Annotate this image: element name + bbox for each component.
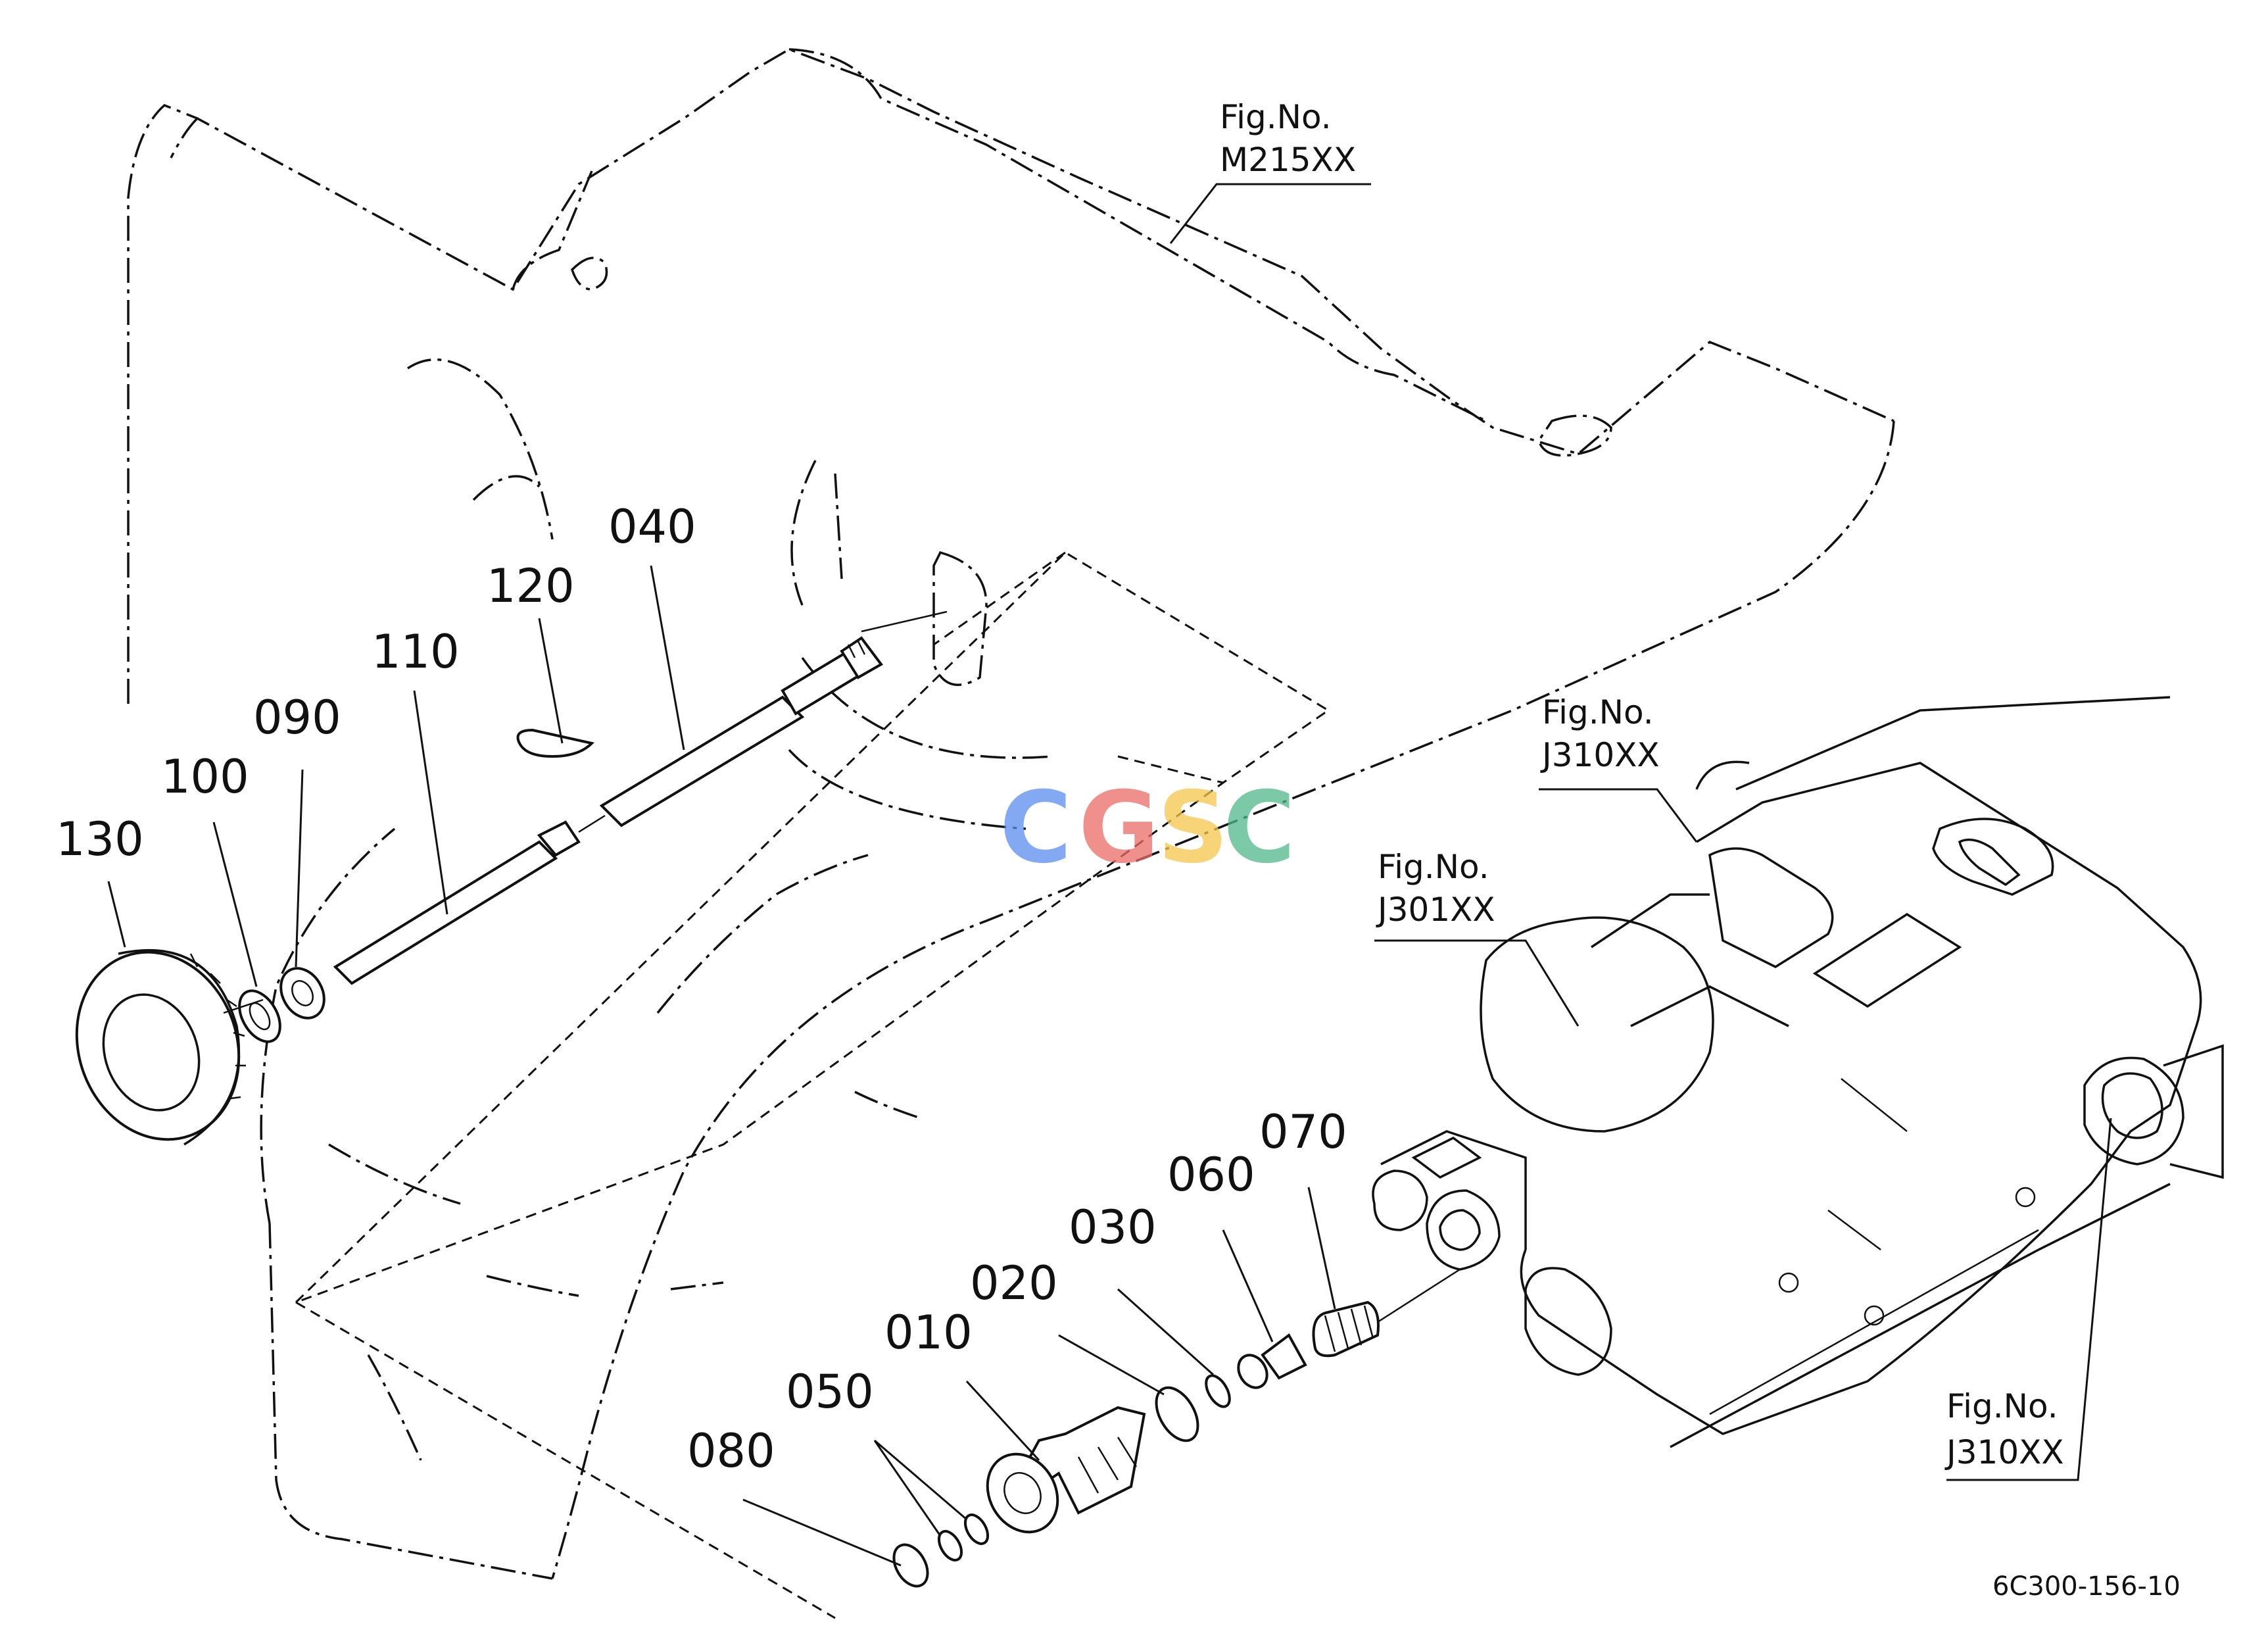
fig-ref-j301-code: J301XX bbox=[1376, 891, 1495, 929]
fig-ref-j301-prefix: Fig.No. bbox=[1378, 848, 1489, 886]
part-labels: 040 120 110 090 100 130 070 060 030 020 … bbox=[56, 500, 1347, 1478]
figure-refs: Fig.No. M215XX Fig.No. J310XX Fig.No. J3… bbox=[1220, 98, 2064, 1471]
spring-070 bbox=[1312, 1268, 1460, 1358]
part-label-010: 010 bbox=[884, 1306, 973, 1360]
watermark-letter-g: G bbox=[1078, 771, 1159, 885]
rod-110 bbox=[333, 814, 606, 985]
part-label-030: 030 bbox=[1069, 1200, 1157, 1254]
fig-ref-m215-prefix: Fig.No. bbox=[1220, 98, 1332, 136]
shaft-040 bbox=[599, 610, 948, 827]
part-label-050: 050 bbox=[786, 1365, 874, 1419]
clip-100 bbox=[238, 989, 281, 1043]
part-label-070: 070 bbox=[1259, 1105, 1347, 1159]
part-label-110: 110 bbox=[372, 625, 460, 679]
oring-030 bbox=[1205, 1374, 1231, 1408]
part-label-080: 080 bbox=[687, 1424, 775, 1478]
fig-ref-j310-upper-prefix: Fig.No. bbox=[1542, 693, 1654, 731]
ball-060 bbox=[1237, 1333, 1307, 1389]
watermark-letter-c1: C bbox=[1000, 771, 1072, 885]
part-label-130: 130 bbox=[56, 812, 144, 866]
knob-130 bbox=[75, 948, 264, 1146]
part-label-040: 040 bbox=[608, 500, 696, 554]
oring-020 bbox=[1155, 1386, 1199, 1442]
clip-080 bbox=[892, 1543, 929, 1588]
part-label-060: 060 bbox=[1167, 1148, 1255, 1202]
fig-ref-j310-lower-prefix: Fig.No. bbox=[1946, 1387, 2058, 1425]
watermark: C G S C bbox=[1000, 771, 1295, 885]
washer-090 bbox=[279, 967, 326, 1020]
oring-050 bbox=[937, 1513, 990, 1561]
part-label-120: 120 bbox=[487, 559, 575, 613]
fig-ref-j310-upper-code: J310XX bbox=[1540, 736, 1660, 774]
part-label-020: 020 bbox=[970, 1256, 1058, 1310]
valve-body-assembly bbox=[1372, 696, 2224, 1448]
watermark-letter-c2: C bbox=[1223, 771, 1295, 885]
document-code: 6C300-156-10 bbox=[1992, 1571, 2181, 1602]
pin-120 bbox=[516, 728, 594, 758]
fig-ref-j310-lower-code: J310XX bbox=[1944, 1433, 2064, 1471]
leader-lines bbox=[107, 183, 2112, 1567]
fig-ref-m215-code: M215XX bbox=[1220, 141, 1356, 179]
housing-outline bbox=[127, 48, 1895, 1619]
part-label-090: 090 bbox=[253, 691, 341, 745]
watermark-letter-s: S bbox=[1157, 771, 1228, 885]
part-label-100: 100 bbox=[161, 750, 249, 804]
valve-010 bbox=[986, 1406, 1146, 1534]
